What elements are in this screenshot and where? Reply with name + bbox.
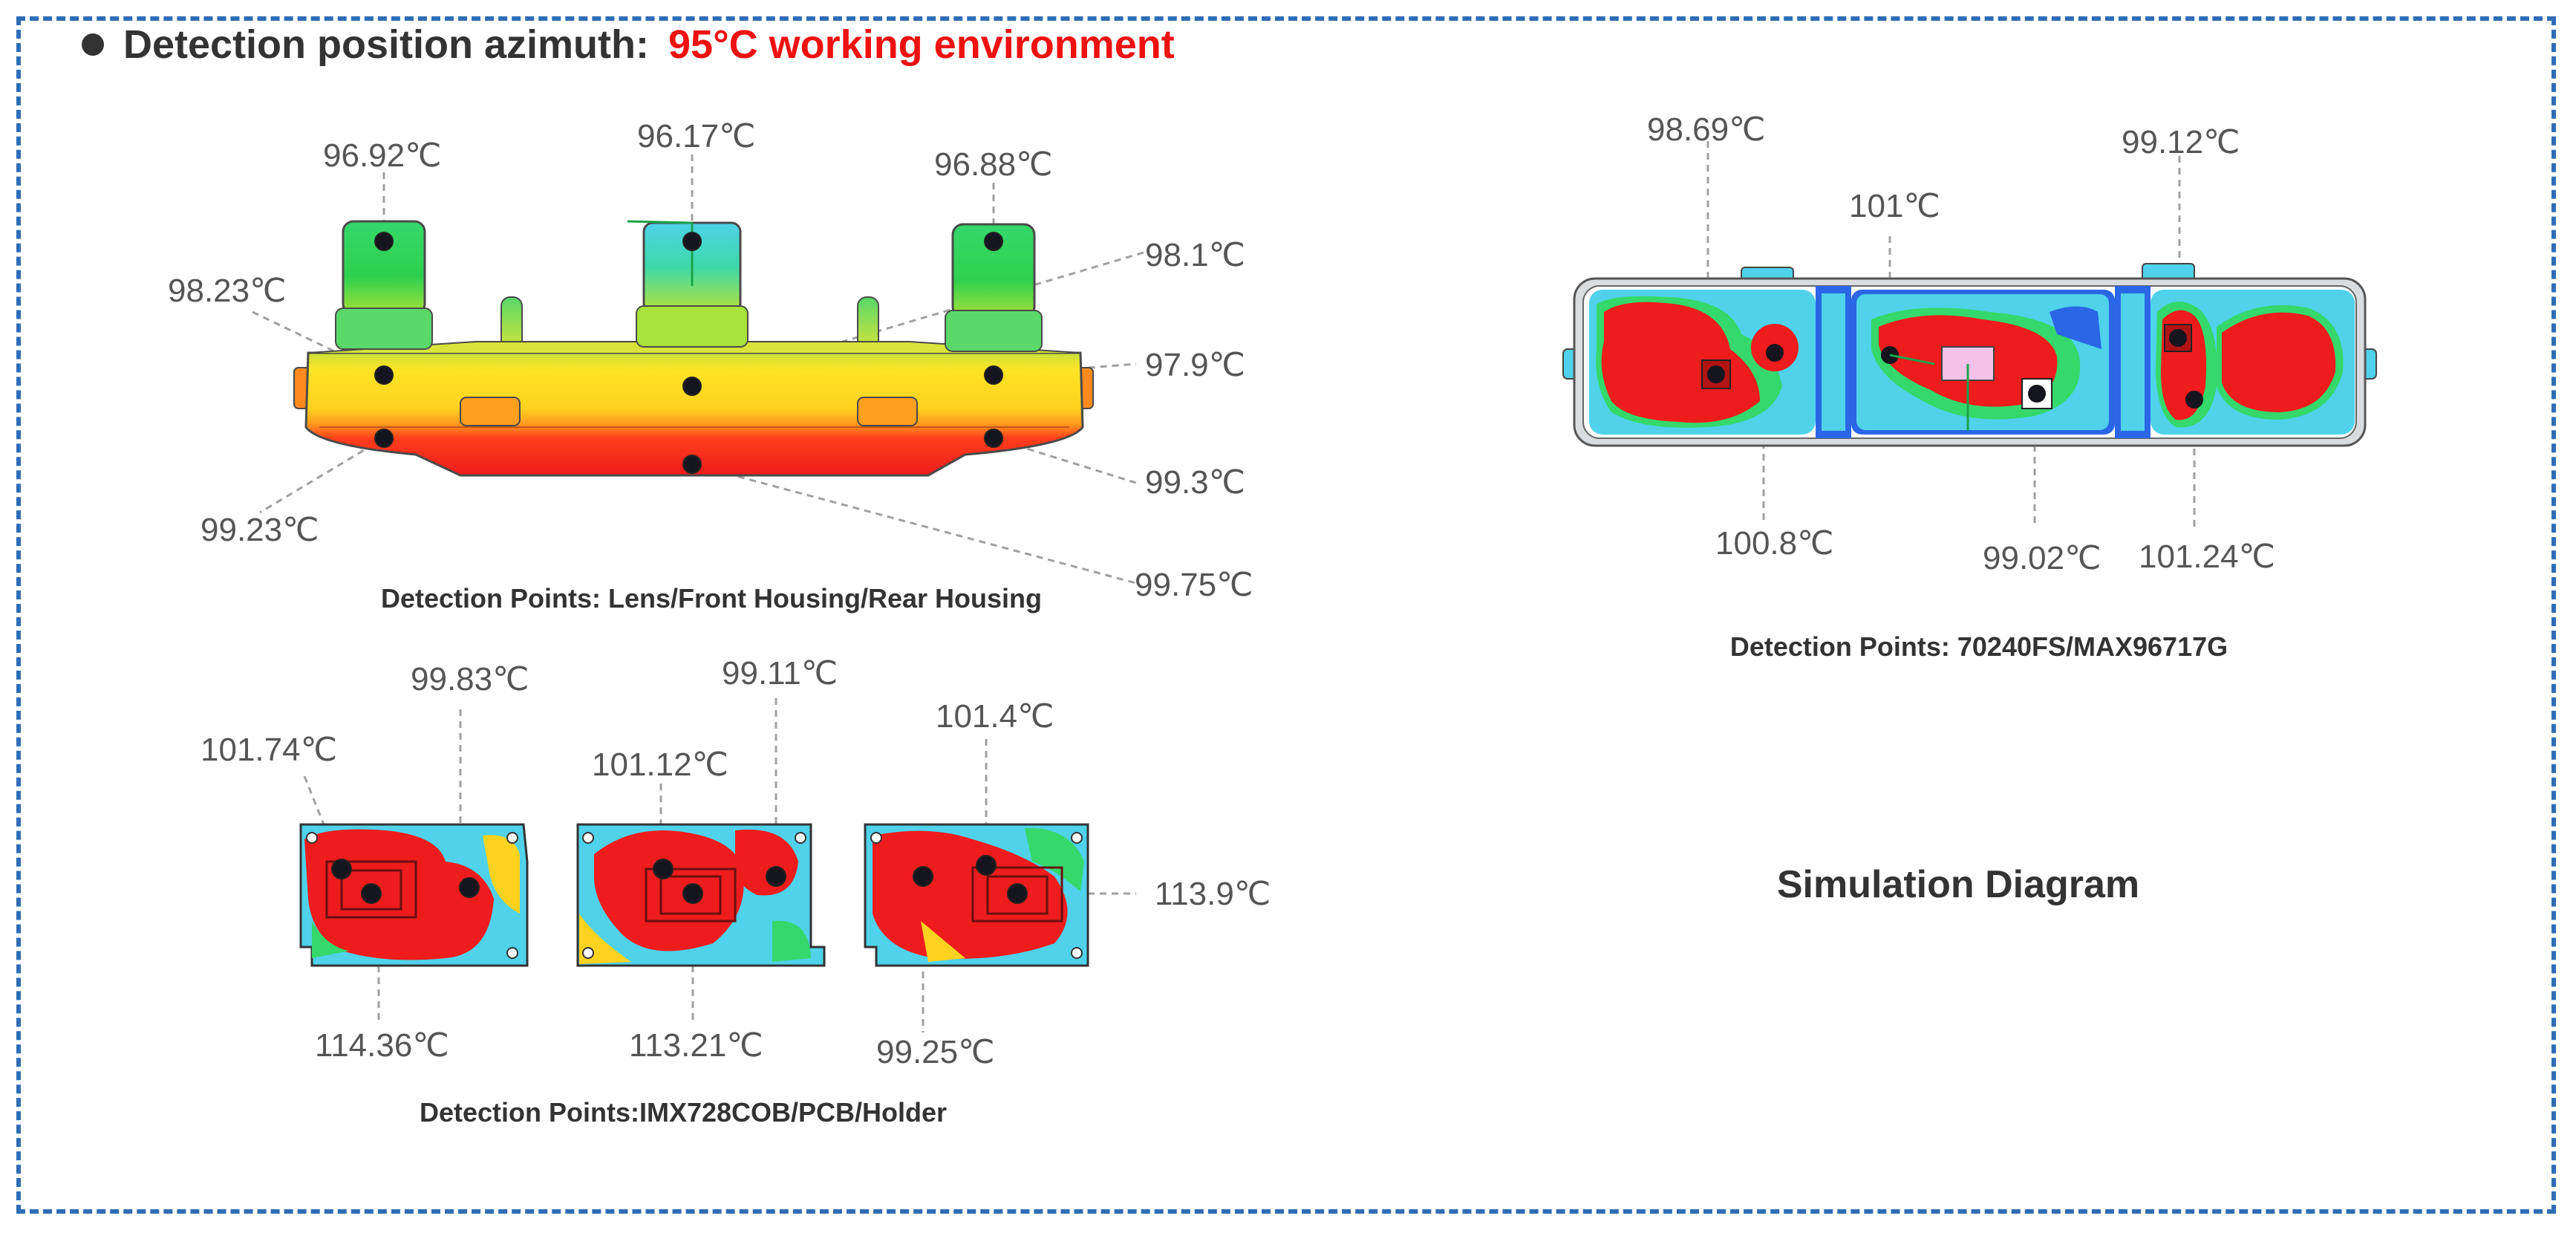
label-a-top-left: 101.74℃ (200, 732, 337, 768)
label-board-center-top: 101℃ (1849, 188, 1940, 224)
label-board-left-bottom: 100.8℃ (1715, 525, 1834, 562)
label-rear-right: 99.3℃ (1145, 464, 1246, 501)
dashed-frame (16, 16, 2556, 1214)
label-c-top: 101.4℃ (936, 698, 1054, 735)
leader-rear-center (691, 463, 1137, 585)
label-rear-left: 99.23℃ (200, 512, 319, 548)
label-rear-center: 99.75℃ (1135, 567, 1253, 603)
label-board-right-top: 99.12℃ (2122, 124, 2240, 160)
label-front-left: 98.23℃ (168, 273, 287, 309)
label-lens-center: 96.17℃ (637, 118, 756, 154)
board-thermal-image (1562, 263, 2377, 447)
label-a-top-right: 99.83℃ (411, 661, 529, 697)
label-c-right: 113.9℃ (1155, 876, 1271, 912)
leader-rear-left (259, 437, 385, 514)
label-board-center-bottom: 99.02℃ (1983, 540, 2101, 576)
label-b-top-left: 101.12℃ (592, 746, 728, 783)
label-lens-left: 96.92℃ (323, 137, 442, 174)
heading-prefix: Detection position azimuth: (123, 22, 649, 67)
caption-board: Detection Points: 70240FS/MAX96717G (1729, 631, 2228, 662)
label-board-right-bottom: 101.24℃ (2139, 539, 2275, 575)
label-a-bottom: 114.36℃ (315, 1027, 449, 1064)
label-lens-right: 96.88℃ (934, 146, 1053, 183)
label-front-right: 97.9℃ (1145, 347, 1246, 383)
label-front-right-top: 98.1℃ (1145, 237, 1246, 273)
caption-sensor: Detection Points:IMX728COB/PCB/Holder (419, 1097, 948, 1128)
heading-highlight: 95°C working environment (668, 22, 1175, 67)
bullet-icon (82, 33, 104, 56)
label-c-bottom: 99.25℃ (876, 1034, 995, 1070)
simulation-diagram-label: Simulation Diagram (1776, 863, 2140, 906)
sensor-thermal-images (299, 823, 1089, 967)
caption-housing: Detection Points: Lens/Front Housing/Rea… (380, 583, 1043, 614)
page-heading: Detection position azimuth: 95°C working… (82, 15, 1175, 74)
housing-thermal-image (293, 220, 1094, 477)
label-b-top-right: 99.11℃ (722, 655, 838, 692)
label-b-bottom: 113.21℃ (629, 1027, 763, 1064)
label-board-left-top: 98.69℃ (1647, 111, 1766, 148)
